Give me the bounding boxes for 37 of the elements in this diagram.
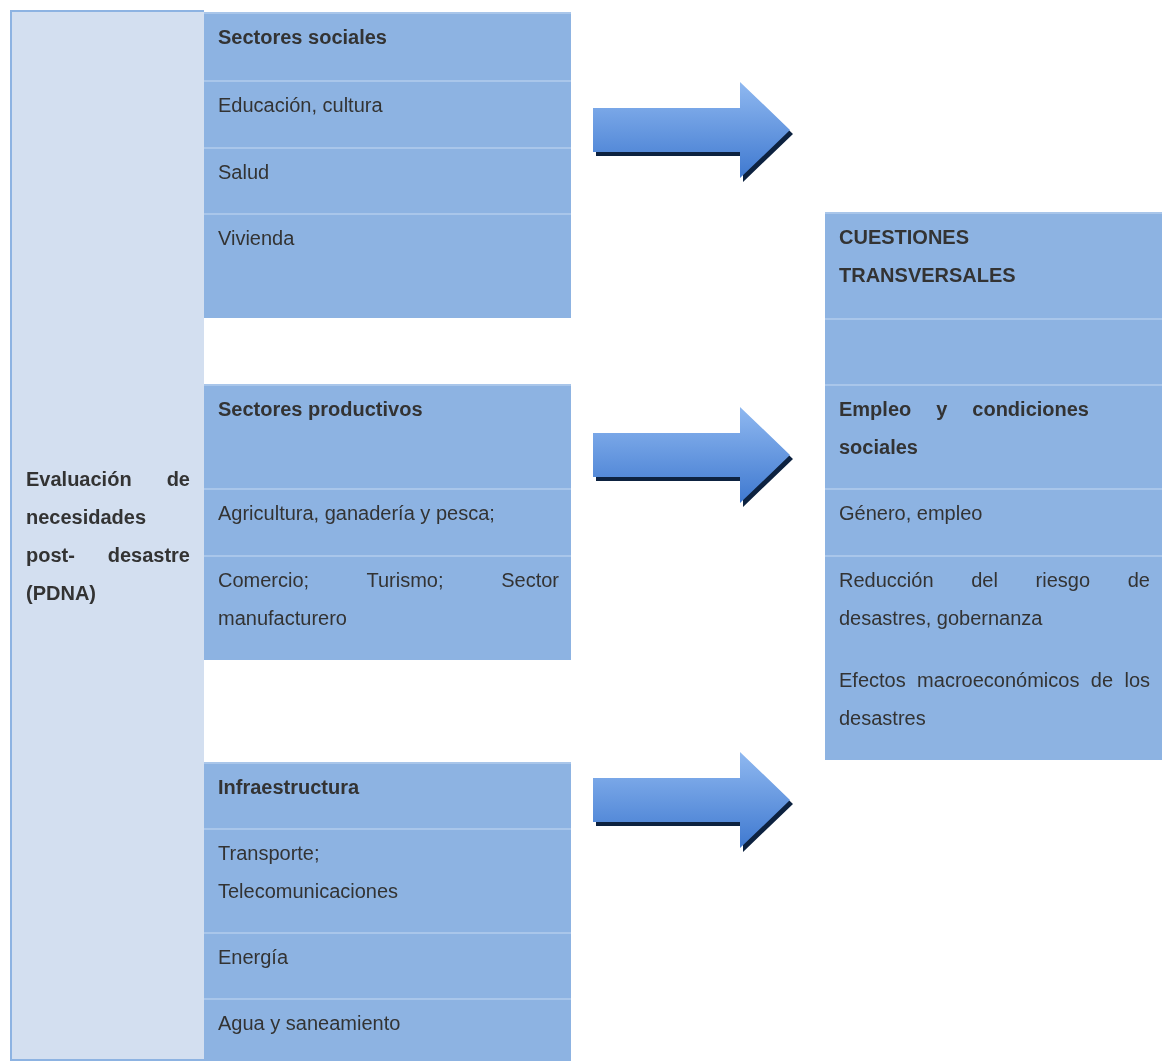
header-cell [204,384,571,488]
table-cell [204,80,571,147]
table-cell [204,147,571,213]
empty-cell [825,318,1162,384]
cell-text: Vivienda [218,226,296,251]
cell-text: Agricultura, ganadería y pesca; [218,501,496,526]
table-cell [204,555,571,660]
heading-text: Empleo y condiciones sociales [839,397,1089,460]
table-cell [204,828,571,932]
heading-text: CUESTIONES TRANSVERSALES [839,225,1017,288]
table-cell [825,488,1162,555]
block-arrow [593,407,793,507]
cell-text: Energía [218,945,290,970]
table-cell [204,488,571,555]
header-cell [825,212,1162,318]
heading-text: Evaluación de necesidades post- desastre (PDNA) [26,466,190,606]
cell-text: Agua y saneamiento [218,1011,402,1036]
block-arrow [593,752,793,852]
cell-text: Educación, cultura [218,93,384,118]
table-cell [204,213,571,318]
table-cell [204,932,571,998]
cell-text: Comercio; Turismo; Sector manufacturero [218,568,559,631]
cell-text: Género, empleo [839,501,984,526]
heading-text: Sectores sociales [218,25,388,50]
block-arrow [593,82,793,182]
cell-text: Efectos macroeconómicos de los desastres [839,668,1150,731]
header-cell [204,12,571,80]
header-cell [825,384,1162,488]
table-cell [825,555,1162,760]
category-panel [10,10,204,1061]
heading-text: Sectores productivos [218,397,424,422]
cell-text: Salud [218,160,271,185]
cell-text: Transporte; Telecomunicaciones [218,841,400,904]
table-cell [204,998,571,1061]
heading-text: Infraestructura [218,775,361,800]
cell-text: Reducción del riesgo de desastres, gobernanza [839,568,1150,631]
header-cell [204,762,571,828]
